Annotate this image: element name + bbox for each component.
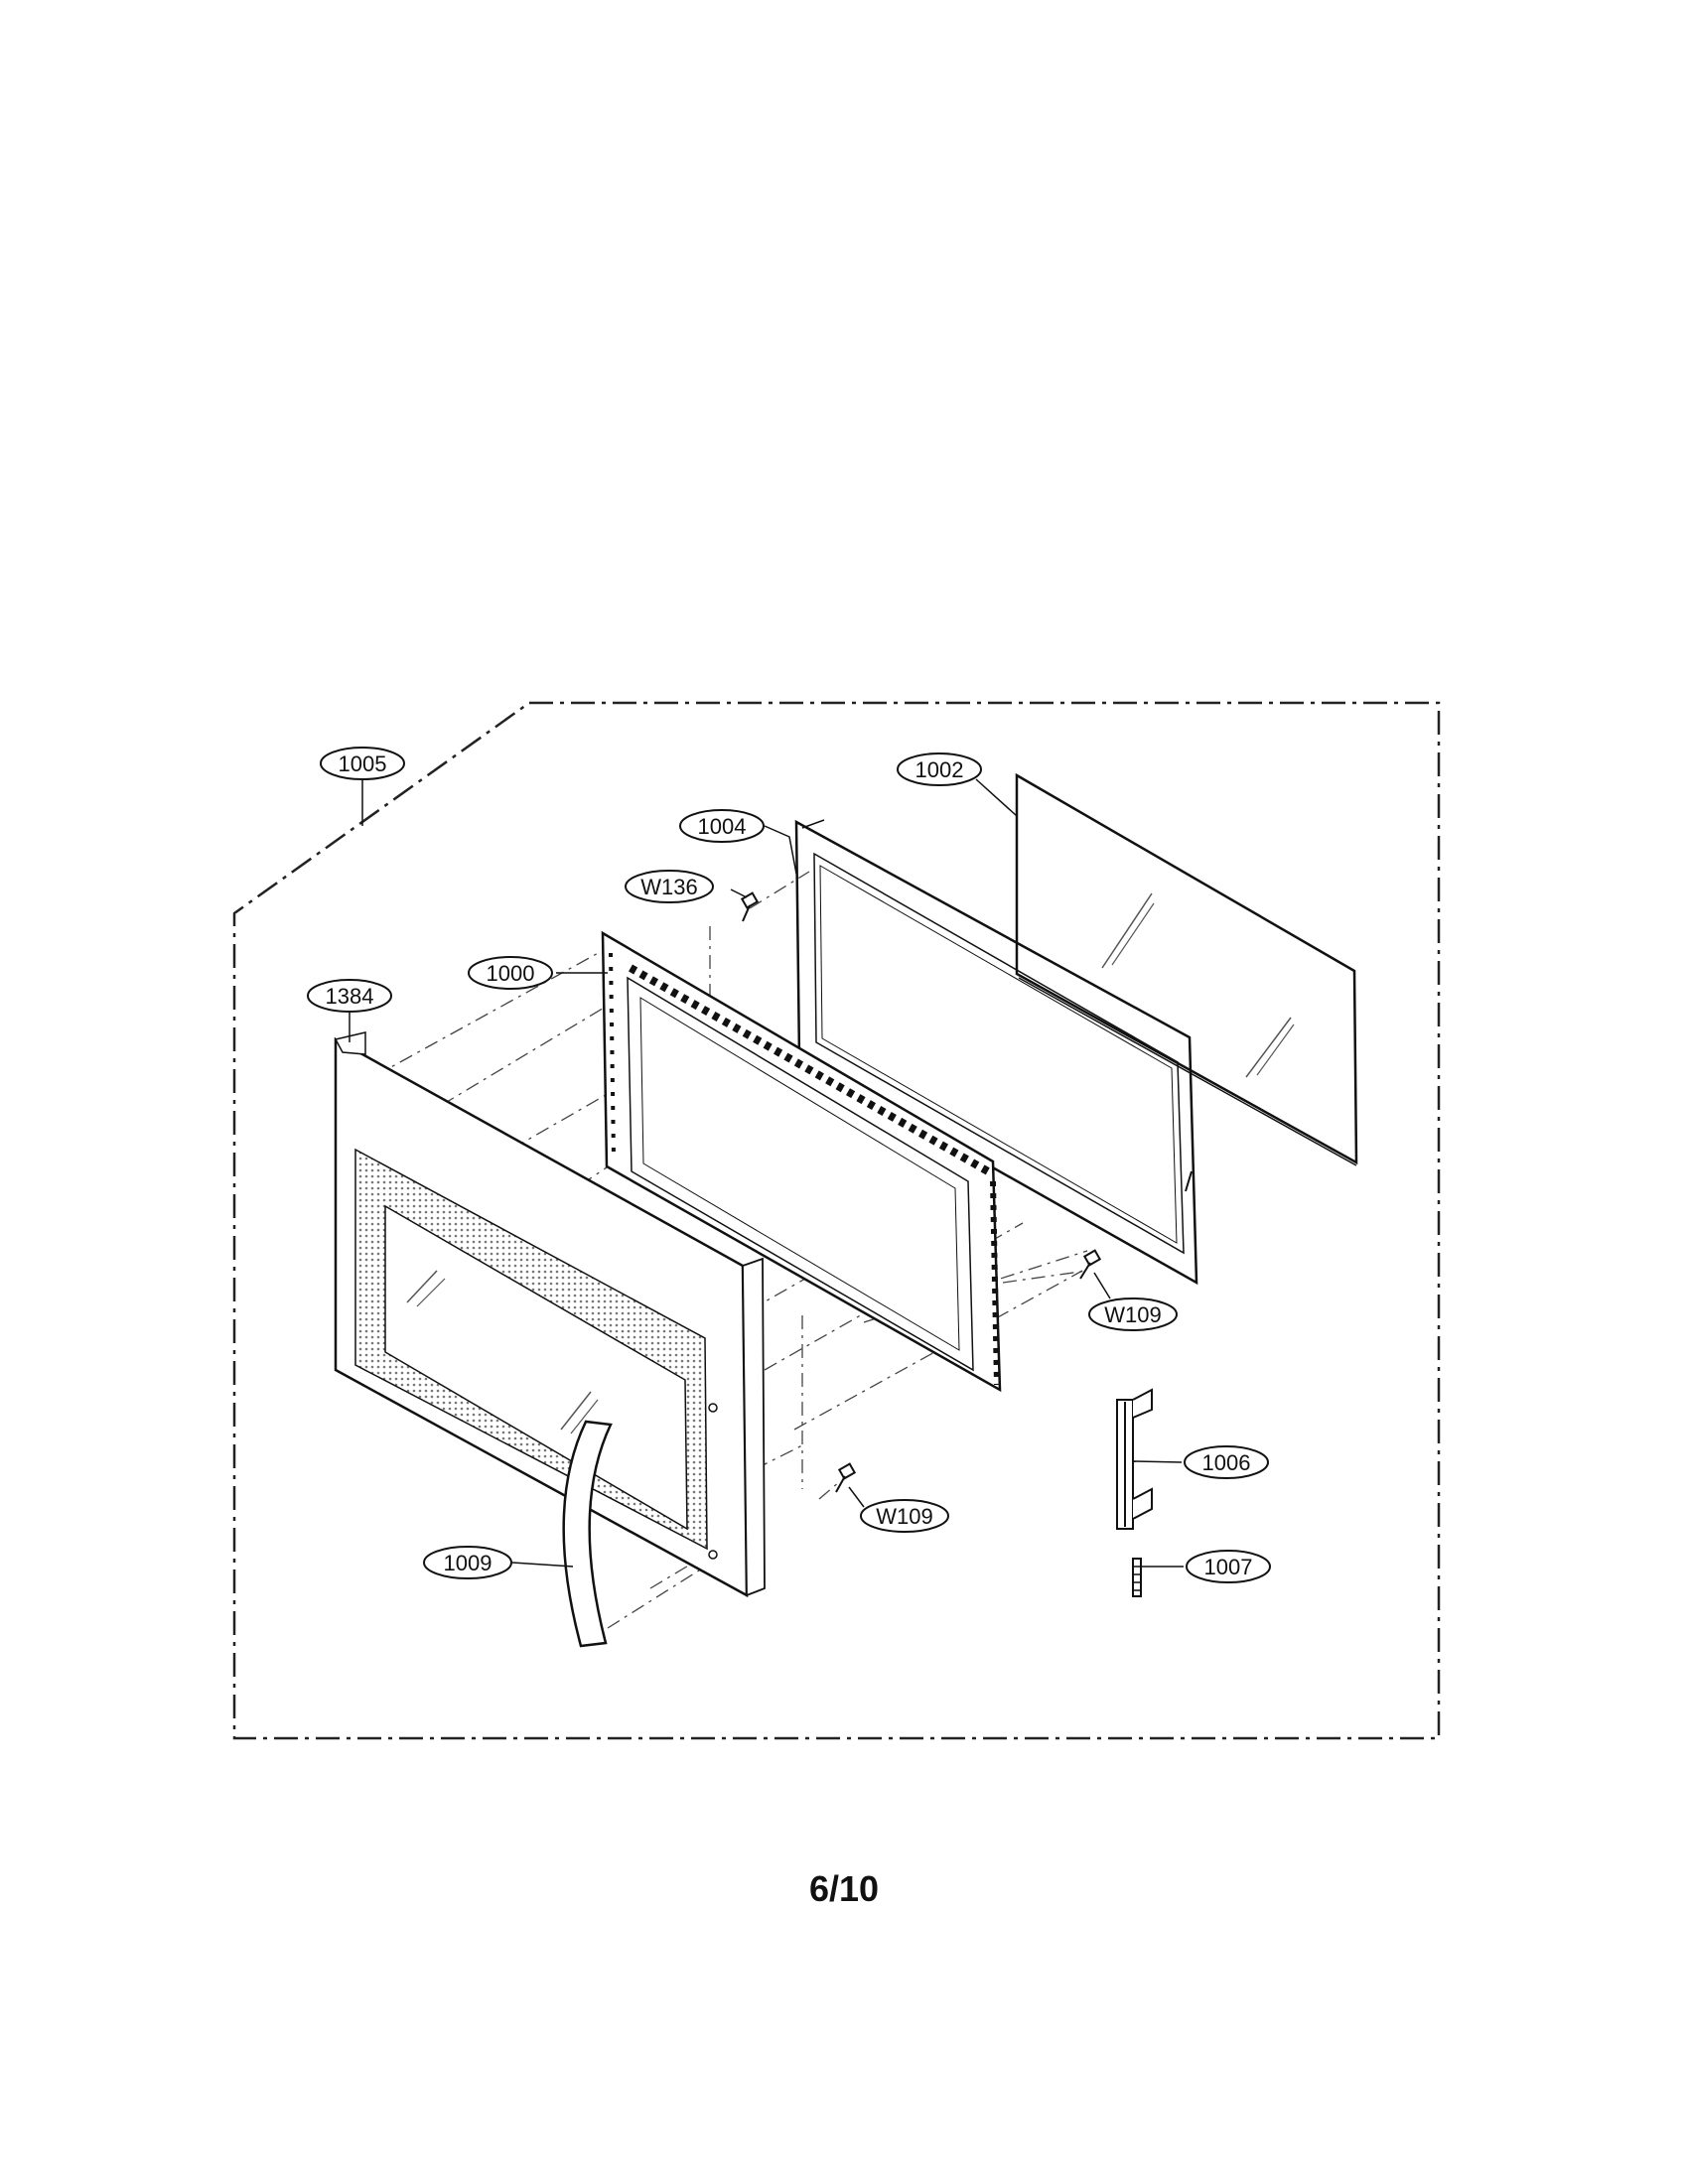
callout-1004: 1004: [679, 809, 765, 843]
part-1006-latch-hook: [1116, 1388, 1153, 1530]
part-1004-frame: [794, 819, 1198, 1286]
page-number: 6/10: [808, 1868, 880, 1909]
callout-w109-upper-text: W109: [1104, 1302, 1161, 1327]
callout-w136: W136: [625, 870, 714, 903]
callout-1007: 1007: [1186, 1550, 1271, 1583]
part-1007-spring: [1132, 1558, 1142, 1597]
callout-1006-text: 1006: [1202, 1450, 1251, 1475]
callout-w136-text: W136: [640, 875, 697, 899]
screw-w136-icon: [740, 891, 760, 922]
callout-w109-lower-text: W109: [876, 1504, 932, 1529]
callout-1384: 1384: [307, 979, 392, 1013]
callout-1000: 1000: [468, 956, 553, 990]
callout-1002: 1002: [897, 752, 982, 786]
callout-1005: 1005: [320, 747, 405, 780]
part-1000-inner-door-panel: [601, 930, 1002, 1393]
part-1002-glass-plate: [1015, 772, 1358, 1166]
assembly-boundary: [232, 701, 1441, 1740]
callout-1005-text: 1005: [339, 751, 387, 776]
callout-1009: 1009: [423, 1546, 512, 1579]
callout-1009-text: 1009: [444, 1551, 492, 1575]
callout-1384-text: 1384: [326, 984, 374, 1009]
callout-w109-lower: W109: [860, 1499, 949, 1533]
callout-1006: 1006: [1184, 1445, 1269, 1479]
screw-w109-upper-icon: [1079, 1249, 1102, 1280]
callout-1007-text: 1007: [1204, 1555, 1253, 1579]
callout-w109-upper: W109: [1088, 1297, 1178, 1331]
part-1384-outer-door: [334, 1031, 766, 1598]
callout-1000-text: 1000: [487, 961, 535, 986]
callout-1004-text: 1004: [698, 814, 747, 839]
leader-lines: [349, 778, 1184, 1568]
part-1009-seal-strip: [562, 1420, 613, 1648]
callout-1002-text: 1002: [915, 757, 964, 782]
screw-w109-lower-icon: [835, 1462, 857, 1493]
